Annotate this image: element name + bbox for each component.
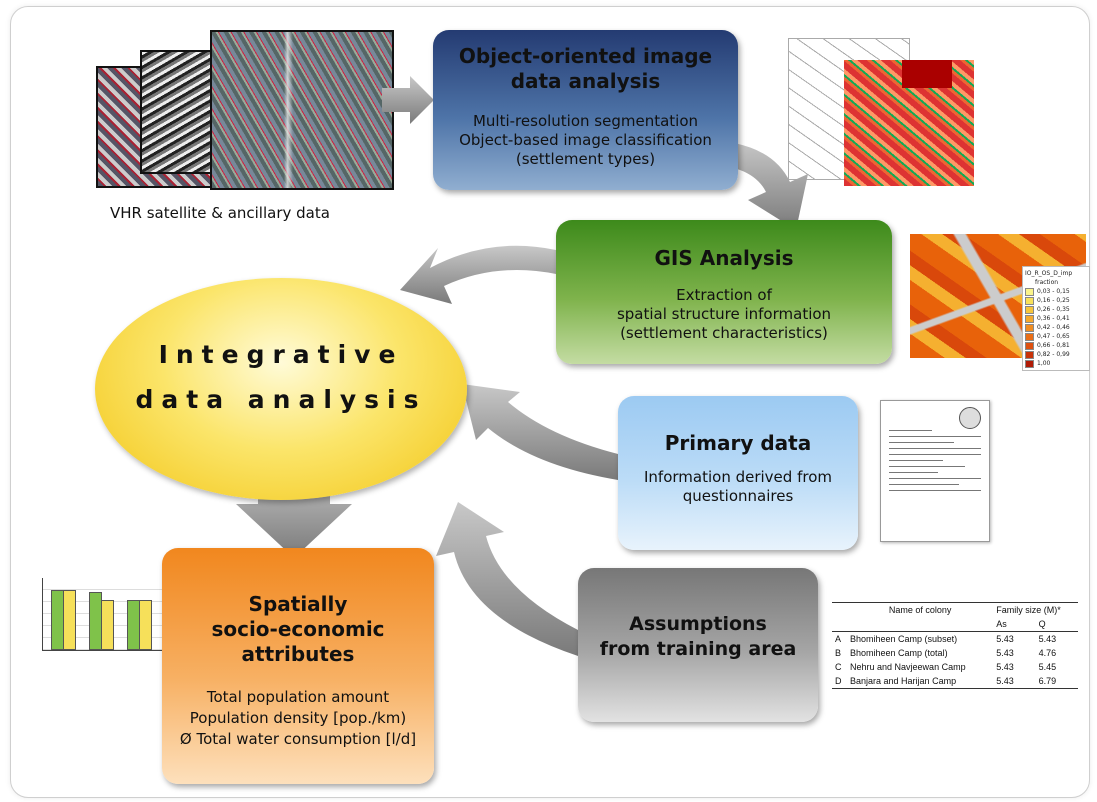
- assumptions-title-line1: Assumptions: [629, 613, 767, 635]
- satellite-caption: VHR satellite & ancillary data: [110, 204, 330, 222]
- oo-desc-line1: Multi-resolution segmentation: [472, 112, 699, 130]
- arrow-satellite-to-oo: [382, 76, 434, 124]
- spatial-desc-line1: Total population amount: [206, 688, 390, 706]
- table-row: A Bhomiheen Camp (subset) 5.43 5.43: [832, 632, 1078, 647]
- table-cell-as: 5.43: [996, 648, 1014, 658]
- gis-legend-item: 0,03 - 0,15: [1025, 287, 1087, 296]
- table-cell-name: Bhomiheen Camp (subset): [850, 634, 958, 644]
- table-cell-name: Bhomiheen Camp (total): [850, 648, 948, 658]
- spatial-title-line2: socio-economic: [211, 617, 385, 641]
- legend-label: 0,03 - 0,15: [1037, 288, 1070, 295]
- university-seal-icon: [959, 407, 981, 429]
- gis-legend-item: 0,66 - 0,81: [1025, 341, 1087, 350]
- table-cell-q: 5.43: [1038, 634, 1057, 644]
- assumptions-box: Assumptions from training area: [578, 568, 818, 722]
- legend-label: 0,16 - 0,25: [1037, 297, 1070, 304]
- spatial-title-line3: attributes: [241, 642, 355, 666]
- legend-label: 0,47 - 0,65: [1037, 333, 1070, 340]
- classification-map: [844, 60, 974, 186]
- gis-legend-title: IO_R_OS_D_imp: [1025, 270, 1073, 277]
- table-header-name: Name of colony: [888, 605, 952, 615]
- table-cell-q: 6.79: [1035, 674, 1078, 689]
- legend-swatch: [1025, 332, 1034, 341]
- oo-title-line1: Object-oriented image: [458, 44, 713, 68]
- legend-swatch: [1025, 305, 1034, 314]
- arrow-primary-to-integrative: [462, 384, 618, 480]
- legend-swatch: [1025, 296, 1034, 305]
- family-size-table: Name of colony Family size (M)* As Q A Bh…: [832, 602, 1078, 689]
- table-cell-name: Banjara and Harijan Camp: [847, 674, 994, 689]
- legend-swatch: [1025, 350, 1034, 359]
- arrow-assumptions-to-integrative: [436, 502, 578, 656]
- legend-swatch: [1025, 314, 1034, 323]
- gis-desc-line1: Extraction of: [676, 286, 772, 304]
- object-oriented-analysis-box: Object-oriented image data analysis Mult…: [433, 30, 738, 190]
- gis-legend-subtitle: fraction: [1035, 279, 1059, 286]
- table-cell-id: D: [832, 674, 848, 689]
- gis-legend-item: 0,47 - 0,65: [1025, 332, 1087, 341]
- table-cell-id: C: [835, 662, 842, 672]
- gis-legend: IO_R_OS_D_imp fraction 0,03 - 0,15 0,16 -…: [1022, 266, 1090, 371]
- legend-label: 0,66 - 0,81: [1037, 342, 1070, 349]
- arrow-gis-to-integrative: [400, 245, 556, 304]
- legend-label: 1,00: [1037, 360, 1051, 367]
- table-cell-q: 5.45: [1038, 662, 1057, 672]
- gis-legend-item: 0,26 - 0,35: [1025, 305, 1087, 314]
- gis-legend-item: 0,42 - 0,46: [1025, 323, 1087, 332]
- legend-label: 0,42 - 0,46: [1037, 324, 1070, 331]
- table-header-family: Family size (M)*: [996, 605, 1061, 615]
- gis-analysis-box: GIS Analysis Extraction of spatial struc…: [556, 220, 892, 364]
- table-row: C Nehru and Navjeewan Camp 5.43 5.45: [832, 660, 1078, 674]
- table-row: B Bhomiheen Camp (total) 5.43 4.76: [832, 646, 1078, 660]
- gis-desc-line2: spatial structure information: [616, 305, 832, 323]
- primary-desc-line2: questionnaires: [682, 487, 794, 505]
- questionnaire-thumbnail: [880, 400, 990, 542]
- legend-swatch: [1025, 323, 1034, 332]
- spatial-desc-line3: Ø Total water consumption [l/d]: [179, 730, 417, 748]
- gis-legend-item: 0,16 - 0,25: [1025, 296, 1087, 305]
- integrative-analysis-ellipse: Integrative data analysis: [95, 278, 467, 500]
- gis-legend-item: 0,36 - 0,41: [1025, 314, 1087, 323]
- table-cell-id: B: [835, 648, 842, 658]
- legend-swatch: [1025, 359, 1034, 368]
- primary-data-box: Primary data Information derived from qu…: [618, 396, 858, 550]
- table-cell-name: Nehru and Navjeewan Camp: [850, 662, 966, 672]
- gis-desc-line3: (settlement characteristics): [620, 324, 828, 342]
- primary-desc-line1: Information derived from: [644, 468, 832, 486]
- table-cell-as: 5.43: [996, 662, 1014, 672]
- legend-swatch: [1025, 341, 1034, 350]
- legend-label: 0,26 - 0,35: [1037, 306, 1070, 313]
- gis-legend-item: 1,00: [1025, 359, 1087, 368]
- gis-title: GIS Analysis: [654, 246, 794, 270]
- table-cell-as: 5.43: [996, 634, 1014, 644]
- table-subheader-as: As: [993, 617, 1036, 632]
- table-subheader-q: Q: [1035, 617, 1078, 632]
- table-cell-id: A: [835, 634, 842, 644]
- table-cell-q: 4.76: [1038, 648, 1057, 658]
- table-cell-as: 5.43: [993, 674, 1036, 689]
- socio-economic-attributes-box: Spatially socio-economic attributes Tota…: [162, 548, 434, 784]
- oo-title-line2: data analysis: [510, 69, 661, 93]
- assumptions-title-line2: from training area: [599, 638, 797, 660]
- oo-desc-line2: Object-based image classification: [459, 131, 712, 149]
- spatial-desc-line2: Population density [pop./km): [189, 709, 407, 727]
- legend-label: 0,82 - 0,99: [1037, 351, 1070, 358]
- legend-swatch: [1025, 287, 1034, 296]
- legend-label: 0,36 - 0,41: [1037, 315, 1070, 322]
- gis-legend-item: 0,82 - 0,99: [1025, 350, 1087, 359]
- oo-desc-line3: (settlement types): [515, 150, 656, 168]
- primary-title: Primary data: [664, 431, 812, 455]
- integrative-line1: Integrative: [158, 340, 404, 369]
- spatial-title-line1: Spatially: [248, 592, 348, 616]
- integrative-line2: data analysis: [135, 385, 427, 414]
